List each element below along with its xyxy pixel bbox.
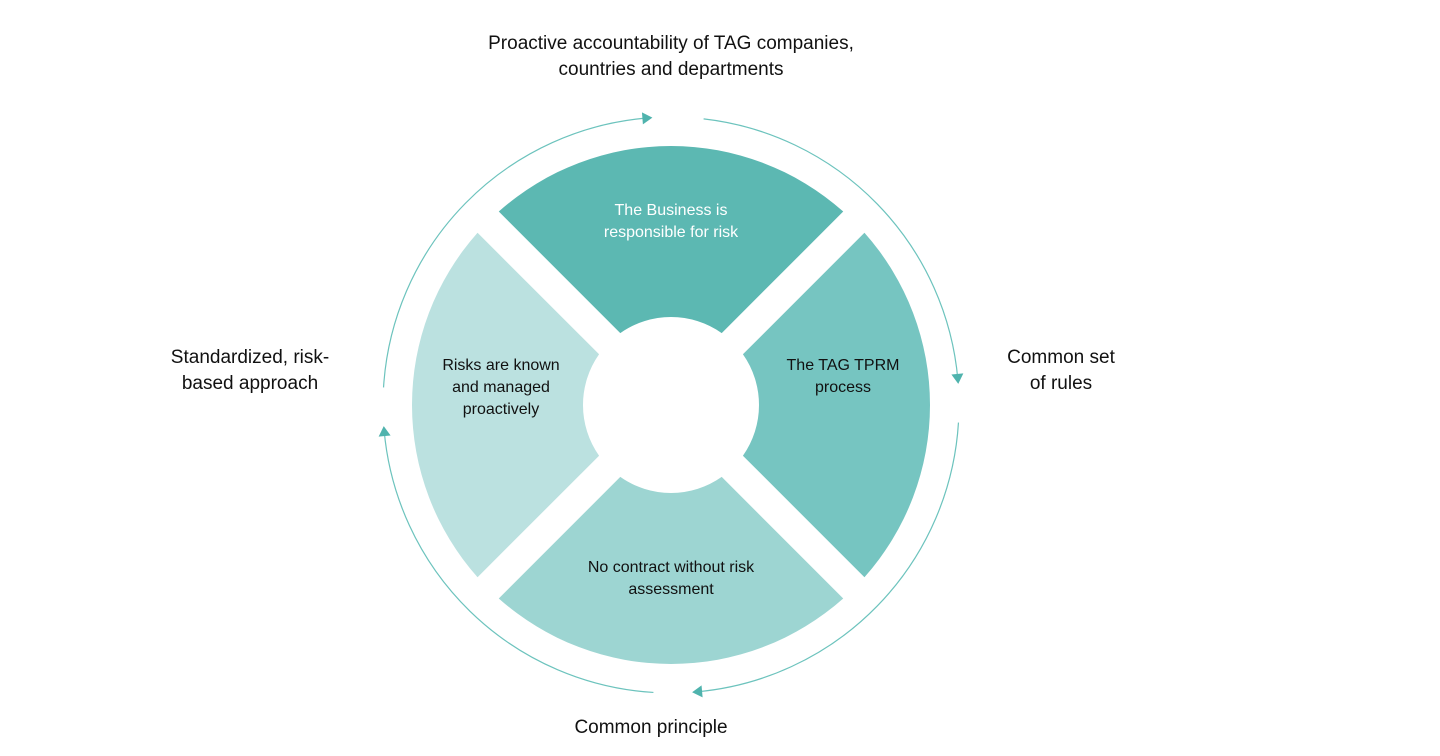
cycle-ring	[378, 112, 964, 698]
label-right-common-rules: Common set of rules	[1007, 347, 1115, 394]
ring-arc-bottom-left	[383, 430, 654, 694]
label-top-accountability: Proactive accountability of TAG companie…	[488, 33, 854, 80]
arrowhead-icon	[951, 373, 964, 384]
segment-group	[411, 145, 931, 665]
label-bottom-common-principle: Common principle	[574, 717, 728, 738]
segment-label-no-contract: No contract without risk assessment	[587, 559, 755, 598]
segment-top	[498, 145, 844, 334]
label-left-standardized-approach: Standardized, risk- based approach	[170, 347, 330, 394]
arrowhead-icon	[641, 112, 653, 125]
arrowhead-icon	[378, 426, 391, 437]
ring-arc-top-right	[703, 118, 959, 380]
segment-bottom	[498, 476, 844, 665]
arrowhead-icon	[692, 685, 703, 698]
ring-arc-right-bottom	[696, 422, 960, 693]
segment-left	[411, 232, 600, 578]
segment-right	[742, 232, 931, 578]
segment-label-tprm-process: The TAG TPRM process	[786, 357, 900, 396]
segment-label-risks-known: Risks are known and managed proactively	[442, 357, 560, 418]
ring-arc-left-top	[382, 117, 649, 388]
segment-label-business-responsible: The Business is responsible for risk	[603, 202, 739, 241]
